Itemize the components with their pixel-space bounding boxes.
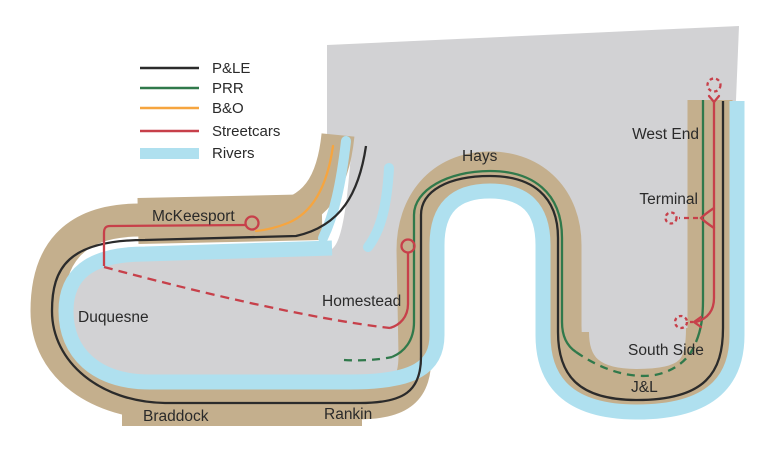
mckeesport-streetcar-loop-icon xyxy=(244,215,260,231)
label-homestead: Homestead xyxy=(322,293,401,310)
legend-row-pnle: P&LE xyxy=(140,60,250,77)
label-hays: Hays xyxy=(462,148,498,165)
pnle-line xyxy=(50,101,725,405)
streetcar-lines xyxy=(102,77,722,330)
legend-label-rivers: Rivers xyxy=(212,145,255,162)
prr-dashed-jl-segment xyxy=(575,341,698,378)
label-mckeesport: McKeesport xyxy=(152,208,235,225)
river-upper-mon-stub xyxy=(363,163,394,252)
rivers xyxy=(58,101,745,420)
river-youghiogheny-branch xyxy=(318,136,351,243)
valley-jl-widening xyxy=(541,327,734,417)
label-rankin: Rankin xyxy=(324,406,372,423)
label-west-end: West End xyxy=(632,126,699,143)
legend-label-pnle: P&LE xyxy=(212,60,250,77)
prr-dashed-rankin-segment xyxy=(343,355,393,362)
legend-row-bo: B&O xyxy=(140,100,244,117)
label-terminal: Terminal xyxy=(639,191,698,208)
westend-streetcar-loop-icon xyxy=(706,77,722,93)
terminal-wye-icon xyxy=(699,206,716,230)
bo-line xyxy=(254,144,335,233)
homestead-streetcar-loop-icon xyxy=(400,238,416,254)
label-south-side: South Side xyxy=(628,342,704,359)
streetcar-homestead-line xyxy=(389,253,410,330)
river-monongahela-main xyxy=(58,101,745,420)
streetcar-mckeesport-line xyxy=(102,223,247,266)
pnle-railroad-lines xyxy=(50,101,725,405)
streetcar-duquesne-homestead-dashed xyxy=(103,265,391,330)
terminal-streetcar-loop-icon xyxy=(664,211,678,225)
bo-railroad-lines xyxy=(254,144,335,233)
southside-wye-icon xyxy=(692,315,703,329)
legend-label-streetcars: Streetcars xyxy=(212,123,280,140)
legend-row-streetcars: Streetcars xyxy=(140,123,280,140)
legend: P&LE PRR B&O Streetcars Rivers xyxy=(140,60,280,162)
streetcar-westend-line xyxy=(695,102,716,324)
place-labels: McKeesport Duquesne Braddock Rankin Home… xyxy=(78,126,704,425)
southside-streetcar-loop-icon xyxy=(673,314,689,330)
valley-mckeesport-widening xyxy=(137,194,323,244)
rivers-band-swatch-icon xyxy=(140,148,199,159)
label-jl: J&L xyxy=(631,379,658,396)
legend-row-prr: PRR xyxy=(140,80,244,97)
label-duquesne: Duquesne xyxy=(78,309,149,326)
legend-label-bo: B&O xyxy=(212,100,244,117)
legend-label-prr: PRR xyxy=(212,80,244,97)
label-braddock: Braddock xyxy=(143,408,209,425)
prr-main-line xyxy=(391,169,577,359)
legend-row-rivers: Rivers xyxy=(140,145,255,162)
